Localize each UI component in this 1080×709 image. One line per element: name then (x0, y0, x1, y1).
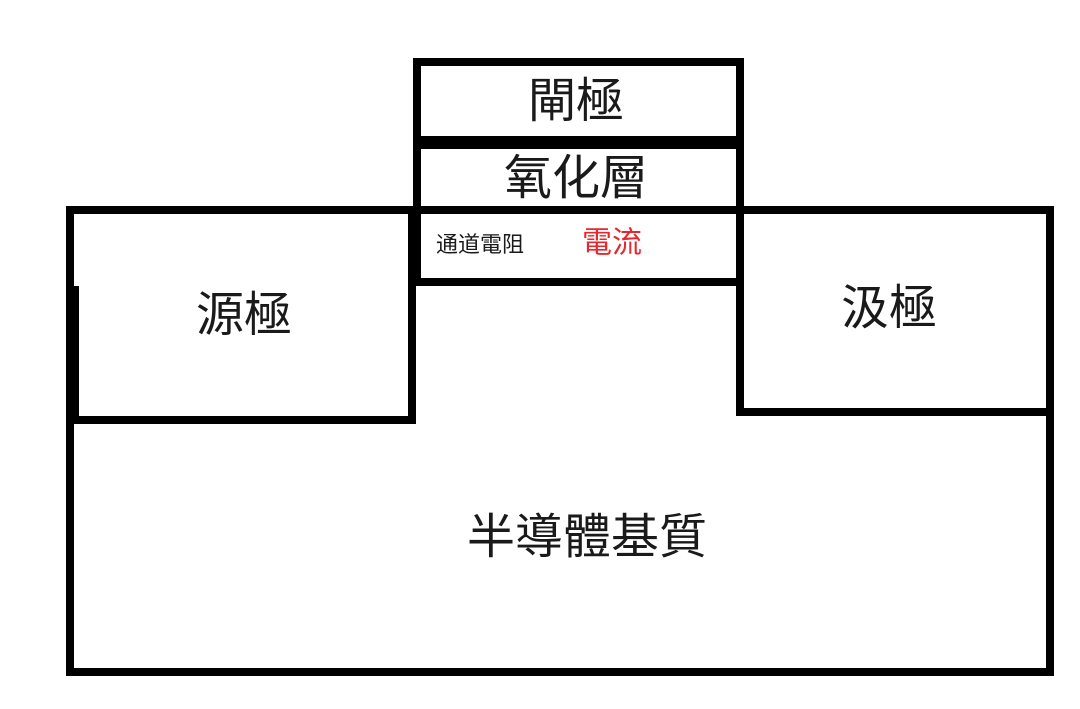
oxide-label: 氧化層 (504, 150, 648, 206)
substrate-label: 半導體基質 (467, 509, 707, 565)
drain-region (736, 206, 1054, 416)
gate-label: 閘極 (528, 73, 624, 129)
gate-box (413, 58, 744, 144)
source-label: 源極 (196, 287, 292, 343)
channel-resistance-label: 通道電阻 (436, 233, 524, 258)
substrate-outline (66, 408, 1054, 676)
source-region (66, 206, 416, 424)
drain-label: 汲極 (841, 280, 937, 336)
current-label: 電流 (582, 226, 642, 261)
